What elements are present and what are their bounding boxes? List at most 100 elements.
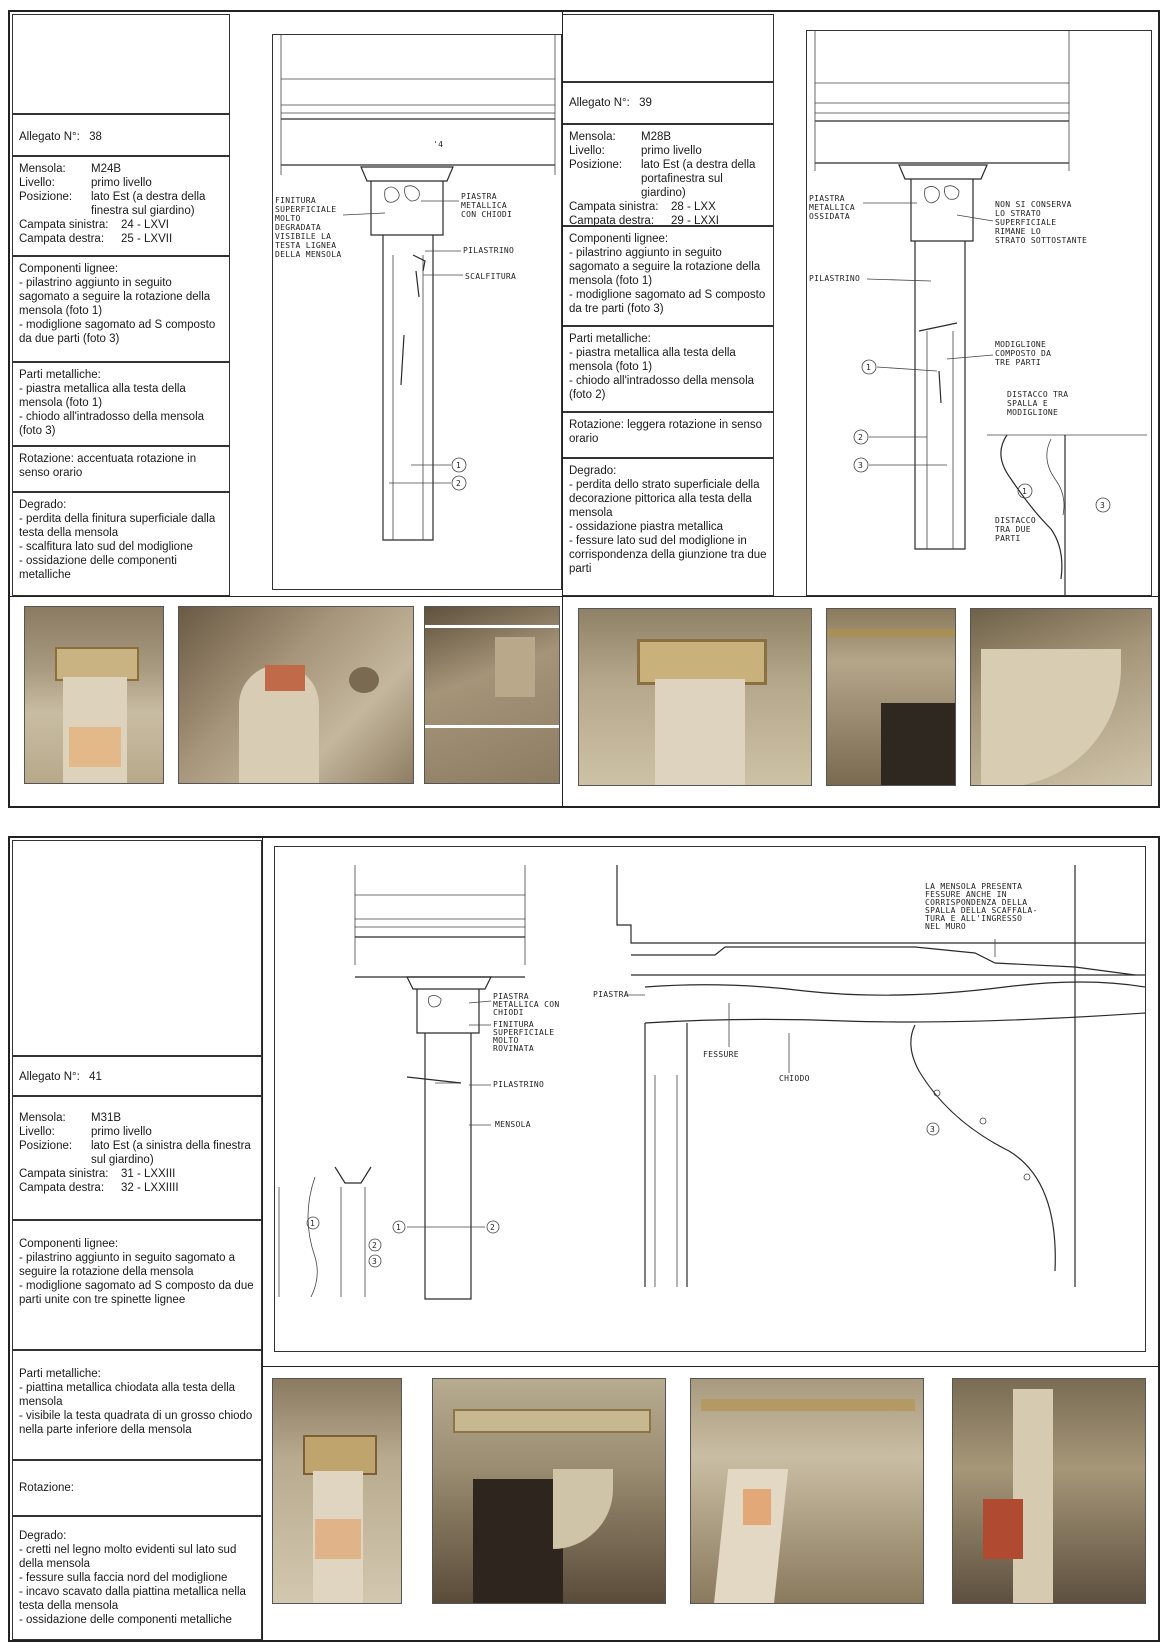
sheet38-identification: Mensola:M24B Livello:primo livello Posiz…	[12, 156, 230, 256]
allegato-label: Allegato N°:	[19, 1071, 80, 1083]
bottom-sheet-card: Allegato N°: 41 Mensola:M31B Livello:pri…	[8, 836, 1160, 1642]
campata-sinistra-label: Campata sinistra:	[19, 219, 109, 231]
componenti-item: - pilastrino aggiunto in seguito sagomat…	[19, 1252, 236, 1278]
sheet41-componenti-lignee: Componenti lignee: - pilastrino aggiunto…	[12, 1220, 262, 1350]
livello-value: primo livello	[91, 177, 152, 189]
callout-2: 2	[372, 1241, 377, 1250]
componenti-item: - modiglione sagomato ad S composto da t…	[569, 289, 766, 315]
sheet38-header-blank	[12, 14, 230, 114]
sheet38-allegato: Allegato N°: 38	[12, 114, 230, 156]
callout-1: 1	[456, 461, 461, 470]
allegato-number: 41	[89, 1071, 102, 1083]
note-pilastrino: PILASTRINO	[463, 246, 514, 255]
sheet38-degrado: Degrado: - perdita della finitura superf…	[12, 492, 230, 596]
sheet39-parti-metalliche: Parti metalliche: - piastra metallica al…	[562, 326, 774, 412]
callout-2: 2	[858, 433, 863, 442]
degrado-title: Degrado:	[19, 499, 67, 511]
sheet41-allegato: Allegato N°: 41	[12, 1056, 262, 1096]
divider-vertical	[562, 12, 563, 806]
sheet39-drawing: PIASTRA METALLICA OSSIDATA NON SI CONSER…	[806, 30, 1152, 596]
allegato-number: 39	[639, 97, 652, 109]
sheet39-allegato: Allegato N°: 39	[562, 82, 774, 124]
sheet41-photo-2	[432, 1378, 666, 1604]
divider-horizontal	[10, 596, 1158, 597]
allegato-label: Allegato N°:	[19, 131, 80, 143]
degrado-item: - fessure lato sud del modiglione in cor…	[569, 535, 767, 575]
note-piastra: PIASTRA METALLICA CON CHIODI	[493, 992, 565, 1017]
degrado-item: - ossidazione delle componenti metallich…	[19, 1614, 232, 1626]
degrado-item: - scalfitura lato sud del modiglione	[19, 541, 193, 553]
note-scalfitura: SCALFITURA	[465, 272, 516, 281]
degrado-item: - cretti nel legno molto evidenti sul la…	[19, 1544, 237, 1570]
callout-3: 3	[372, 1257, 377, 1266]
callout-1: 1	[310, 1219, 315, 1228]
componenti-title: Componenti lignee:	[19, 263, 119, 275]
degrado-item: - perdita dello strato superficiale dell…	[569, 479, 760, 519]
campata-destra-label: Campata destra:	[19, 233, 105, 245]
note-piastra: PIASTRA METALLICA OSSIDATA	[809, 194, 860, 221]
sheet41-rotazione: Rotazione:	[12, 1460, 262, 1516]
note-piastra: PIASTRA METALLICA CON CHIODI	[461, 192, 512, 219]
sheet39-degrado: Degrado: - perdita dello strato superfic…	[562, 458, 774, 596]
sheet38-photo-3	[424, 606, 560, 784]
sheet38-rotazione: Rotazione: accentuata rotazione in senso…	[12, 446, 230, 492]
note-finitura: FINITURA SUPERFICIALE MOLTO DEGRADATA VI…	[275, 196, 342, 259]
livello-value: primo livello	[641, 145, 702, 157]
divider-vertical	[262, 838, 263, 1640]
campata-destra-value: 29 - LXXI	[671, 215, 719, 226]
livello-label: Livello:	[569, 145, 605, 157]
mensola-label: Mensola:	[19, 1112, 66, 1124]
campata-sinistra-value: 28 - LXX	[671, 201, 716, 213]
sheet39-photo-2	[826, 608, 956, 786]
note-fessure: FESSURE	[703, 1050, 739, 1059]
sheet38-photo-1	[24, 606, 164, 784]
mensola-value: M24B	[91, 163, 122, 175]
posizione-value: lato Est (a destra della finestra sul gi…	[91, 191, 206, 217]
metalliche-item: - piattina metallica chiodata alla testa…	[19, 1382, 236, 1408]
degrado-item: - ossidazione delle componenti metallich…	[19, 555, 177, 581]
metalliche-item: - chiodo all'intradosso della mensola (f…	[19, 411, 205, 437]
campata-destra-value: 32 - LXXIIII	[121, 1182, 179, 1194]
note-chiodo: CHIODO	[779, 1074, 810, 1083]
metalliche-title: Parti metalliche:	[19, 1368, 101, 1380]
note-fessure-spalla: LA MENSOLA PRESENTA FESSURE ANCHE IN COR…	[925, 882, 1043, 931]
rotazione-text: Rotazione:	[19, 1482, 74, 1494]
campata-sinistra-label: Campata sinistra:	[19, 1168, 109, 1180]
note-strato: NON SI CONSERVA LO STRATO SUPERFICIALE R…	[995, 200, 1087, 245]
sheet38-drawing: '4 FINITURA SUPERFICIALE MOLTO DEGRADATA…	[272, 34, 562, 590]
livello-label: Livello:	[19, 177, 55, 189]
callout-1b: 1	[396, 1223, 401, 1232]
campata-sinistra-value: 31 - LXXIII	[121, 1168, 176, 1180]
sheet39-componenti-lignee: Componenti lignee: - pilastrino aggiunto…	[562, 226, 774, 326]
sheet41-identification: Mensola:M31B Livello:primo livello Posiz…	[12, 1096, 262, 1220]
sheet39-identification: Mensola:M28B Livello:primo livello Posiz…	[562, 124, 774, 226]
sheet41-header-blank	[12, 840, 262, 1056]
componenti-item: - pilastrino aggiunto in seguito sagomat…	[569, 247, 761, 287]
metalliche-title: Parti metalliche:	[19, 369, 101, 381]
posizione-label: Posizione:	[569, 159, 623, 171]
mensola-value: M28B	[641, 131, 672, 143]
campata-sinistra-label: Campata sinistra:	[569, 201, 659, 213]
callout-2b: 2	[490, 1223, 495, 1232]
metalliche-item: - chiodo all'intradosso della mensola (f…	[569, 375, 755, 401]
sheet41-photo-4	[952, 1378, 1146, 1604]
sheet39-rotazione: Rotazione: leggera rotazione in senso or…	[562, 412, 774, 458]
degrado-item: - fessure sulla faccia nord del modiglio…	[19, 1572, 228, 1584]
note-mensola: MENSOLA	[495, 1120, 531, 1129]
livello-label: Livello:	[19, 1126, 55, 1138]
metalliche-item: - piastra metallica alla testa della men…	[569, 347, 736, 373]
degrado-title: Degrado:	[19, 1530, 67, 1542]
divider-horizontal	[262, 1366, 1158, 1367]
sheet41-parti-metalliche: Parti metalliche: - piattina metallica c…	[12, 1350, 262, 1460]
allegato-number: 38	[89, 131, 102, 143]
posizione-value: lato Est (a sinistra della finestra sul …	[91, 1140, 251, 1166]
posizione-label: Posizione:	[19, 1140, 73, 1152]
callout-3c: 3	[930, 1125, 935, 1134]
sheet41-photo-3	[690, 1378, 924, 1604]
note-distacco-spalla: DISTACCO TRA SPALLA E MODIGLIONE	[1007, 390, 1074, 417]
rotazione-text: Rotazione: leggera rotazione in senso or…	[569, 419, 763, 445]
callout-3b: 3	[1100, 501, 1105, 510]
campata-destra-label: Campata destra:	[569, 215, 655, 226]
mensola-elevation-sketch: PIASTRA METALLICA CON CHIODI FINITURA SU…	[278, 865, 1145, 1300]
metalliche-title: Parti metalliche:	[569, 333, 651, 345]
